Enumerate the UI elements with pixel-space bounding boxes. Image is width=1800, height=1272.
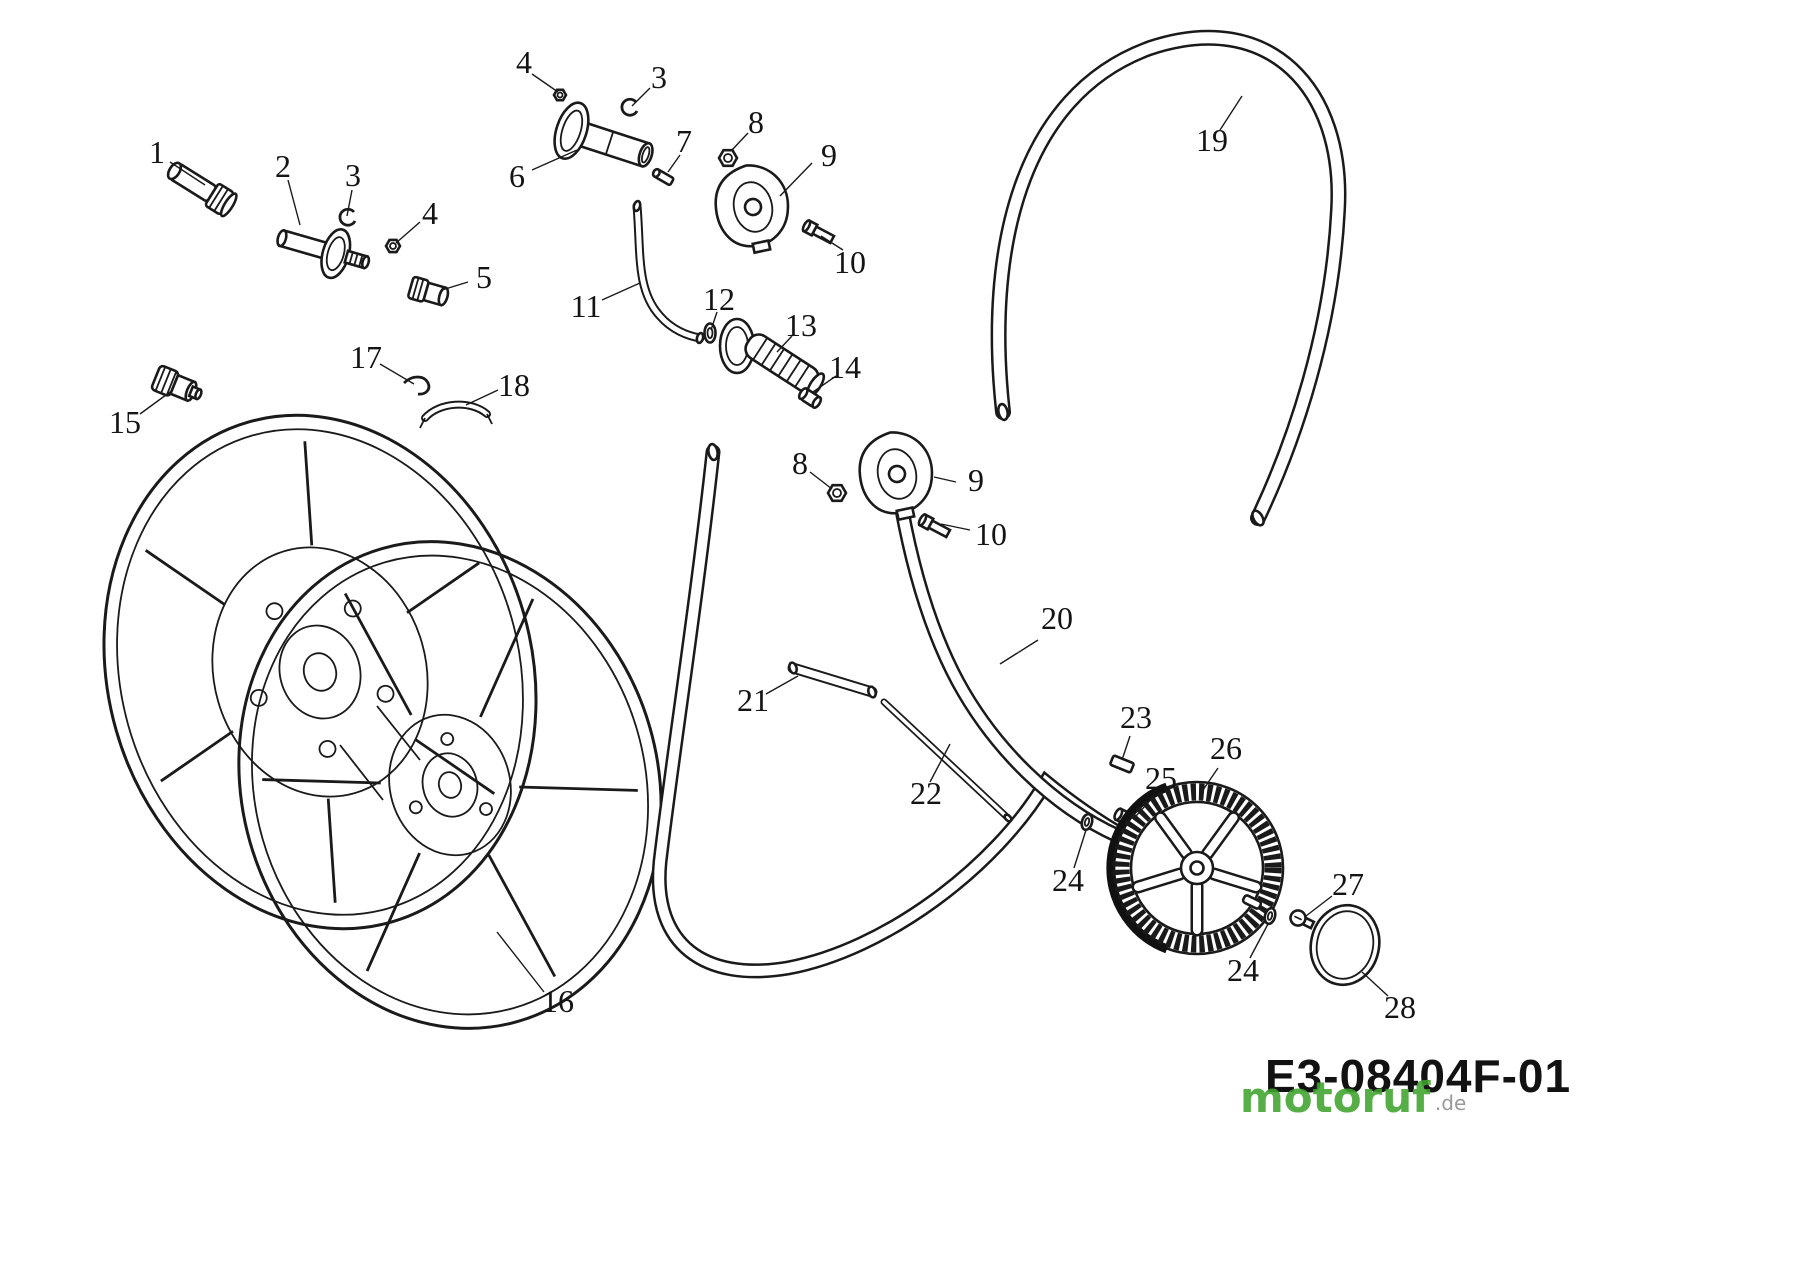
frame-tube-end (707, 442, 719, 462)
part-26-wheel (1106, 780, 1285, 956)
wheel-assembly (1080, 754, 1381, 987)
watermark-tld: .de (1435, 1091, 1466, 1115)
part-3-clip (338, 207, 357, 227)
callout-5: 5 (476, 259, 492, 295)
part-12-washer (703, 317, 756, 375)
part-1-tap-connector (166, 161, 238, 218)
callout-23: 23 (1120, 699, 1152, 735)
frame-tubes (651, 442, 1132, 979)
callout-24a: 24 (1052, 862, 1084, 898)
leader-lines (139, 73, 1389, 997)
part-3-clip (620, 97, 639, 117)
part-5-connector (407, 275, 450, 307)
callout-10b: 10 (975, 516, 1007, 552)
callout-4a: 4 (422, 195, 438, 231)
callout-24b: 24 (1227, 952, 1259, 988)
part-6-spool-shaft (553, 101, 654, 168)
callout-3b: 3 (651, 59, 667, 95)
callout-12: 12 (703, 281, 735, 317)
part-8-nut (717, 148, 739, 168)
callout-9a: 9 (821, 137, 837, 173)
handle-bar-19 (990, 29, 1347, 527)
reel-drum-lines (339, 705, 421, 801)
part-14-cap (797, 387, 823, 409)
part-23-key (1109, 754, 1135, 774)
part-9-bracket (714, 164, 790, 255)
callout-22: 22 (910, 775, 942, 811)
callout-21: 21 (737, 682, 769, 718)
part-10-screw (917, 512, 952, 539)
callout-14: 14 (829, 349, 861, 385)
wheel-axle-pin (1241, 894, 1263, 910)
part-17-clip (403, 375, 431, 396)
callout-labels: 1 2 3 4 4 3 6 7 8 9 10 5 11 12 13 14 15 … (109, 44, 1416, 1025)
callout-18: 18 (498, 367, 530, 403)
callout-19: 19 (1196, 122, 1228, 158)
part-24-washer (1263, 906, 1277, 926)
part-11-tube (632, 199, 705, 345)
part-4-nut (384, 238, 402, 254)
callout-16: 16 (542, 983, 574, 1019)
part-8-nut (826, 483, 848, 503)
callout-8a: 8 (748, 104, 764, 140)
callout-10a: 10 (834, 244, 866, 280)
callout-4b: 4 (516, 44, 532, 80)
watermark-logo: motoruf .de (1240, 1073, 1466, 1122)
part-7-pin (651, 167, 675, 187)
callout-3a: 3 (345, 157, 361, 193)
part-2-coupling (276, 228, 371, 280)
callout-28: 28 (1384, 989, 1416, 1025)
part-28-hub-cap (1309, 903, 1381, 987)
callout-9b: 9 (968, 462, 984, 498)
callout-27: 27 (1332, 866, 1364, 902)
callout-7: 7 (676, 123, 692, 159)
part-24-washer (1080, 812, 1094, 832)
callout-26: 26 (1210, 730, 1242, 766)
callout-20: 20 (1041, 600, 1073, 636)
hose-reel-assembly (102, 413, 663, 1030)
callout-25: 25 (1145, 760, 1177, 796)
part-9-bracket (858, 431, 934, 522)
callout-2: 2 (275, 148, 291, 184)
part-10-screw (801, 218, 836, 245)
reel-front-disc (102, 413, 538, 931)
callout-15: 15 (109, 404, 141, 440)
part-18-strap (419, 400, 493, 429)
part-27-screw (1289, 909, 1316, 930)
callout-1: 1 (149, 134, 165, 170)
small-parts (150, 88, 952, 539)
callout-11: 11 (571, 288, 602, 324)
callout-6: 6 (509, 158, 525, 194)
watermark-name: motoruf (1240, 1073, 1431, 1122)
reel-back-disc (237, 540, 663, 1030)
callout-8b: 8 (792, 445, 808, 481)
callout-13: 13 (785, 307, 817, 343)
diagram-code: E3-08404F-01 (1265, 1050, 1571, 1102)
callout-17: 17 (350, 339, 382, 375)
part-15-connector (150, 364, 203, 403)
part-4-screw (552, 88, 568, 102)
